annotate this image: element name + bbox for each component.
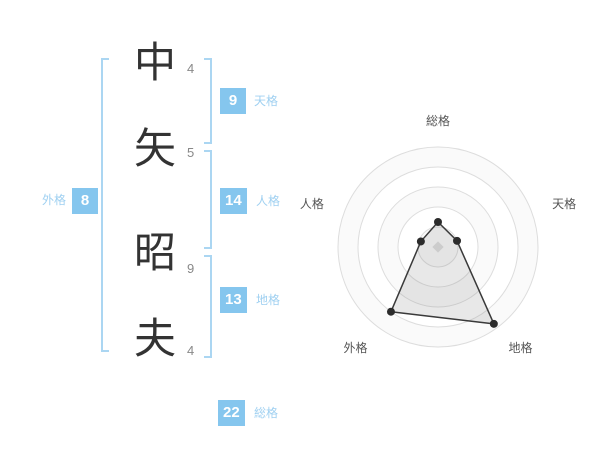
radar-chart: 総格天格地格 外格 人格 — [300, 112, 590, 372]
jinkaku-value: 14 — [220, 188, 247, 214]
radar-axis-label-4: 人格 — [300, 196, 324, 211]
jinkaku-bracket — [204, 150, 212, 249]
soukaku-label: 総格 — [254, 406, 279, 420]
stroke-count-2: 5 — [187, 145, 195, 160]
tenkaku-value: 9 — [220, 88, 246, 114]
stroke-count-4: 4 — [187, 343, 195, 358]
chikaku-label: 地格 — [256, 293, 281, 307]
stroke-count-3: 9 — [187, 261, 195, 276]
radar-axis-label-2: 地格 — [509, 340, 533, 355]
name-char-3: 昭 — [134, 229, 177, 276]
name-char-1: 中 — [134, 39, 177, 86]
radar-point-2 — [489, 319, 498, 328]
gaikaku-label: 外格 — [42, 193, 67, 207]
radar-axis-label-0: 総格 — [426, 113, 450, 128]
stroke-count-1: 4 — [187, 61, 195, 76]
name-char-2: 矢 — [134, 125, 177, 172]
radar-point-4 — [416, 237, 425, 246]
gaikaku-bracket — [101, 58, 109, 352]
radar-point-3 — [386, 307, 395, 316]
chikaku-bracket — [204, 255, 212, 358]
gaikaku-value: 8 — [72, 188, 98, 214]
radar-axis-label-3: 外格 — [343, 340, 367, 355]
chikaku-value: 13 — [220, 287, 247, 313]
tenkaku-label: 天格 — [254, 94, 279, 108]
radar-polygon — [390, 221, 495, 325]
tenkaku-bracket — [204, 58, 212, 144]
radar-axis-label-1: 天格 — [552, 196, 576, 211]
jinkaku-label: 人格 — [256, 194, 281, 208]
radar-point-0 — [434, 218, 442, 226]
radar-point-1 — [453, 236, 462, 245]
chart-center-marker — [432, 241, 444, 253]
name-char-4: 夫 — [134, 315, 177, 362]
soukaku-value: 22 — [218, 400, 245, 426]
